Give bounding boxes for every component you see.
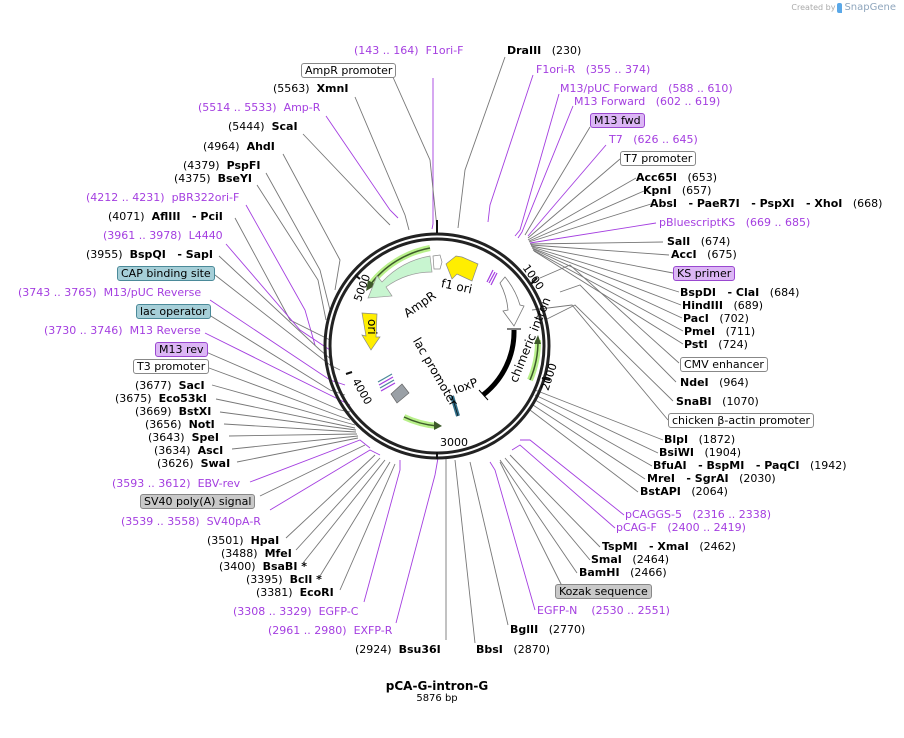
primer-label-m13puc-forward[interactable]: M13/pUC Forward (588 .. 610) <box>560 82 733 95</box>
enzyme-label-bfuai[interactable]: BfuAI - BspMI - PaqCI (1942) <box>653 459 847 472</box>
primer-label-pcaggs-5[interactable]: pCAGGS-5 (2316 .. 2338) <box>625 508 772 521</box>
feature-label-kozak-sequence[interactable]: Kozak sequence <box>555 584 652 599</box>
feature-label-cmv-enhancer[interactable]: CMV enhancer <box>680 357 768 372</box>
enzyme-label-afliii-pcii[interactable]: (4071) AflIII - PciI <box>108 210 223 223</box>
credit-brand: SnapGene <box>844 2 896 13</box>
enzyme-label-bglii[interactable]: BglII (2770) <box>510 623 586 636</box>
primer-label-m13-reverse[interactable]: (3730 .. 3746) M13 Reverse <box>44 324 201 337</box>
primer-label-egfp-n[interactable]: EGFP-N (2530 .. 2551) <box>537 604 670 617</box>
primer-label-pbluescriptks[interactable]: pBluescriptKS (669 .. 685) <box>659 216 811 229</box>
enzyme-label-absi-xhoi[interactable]: AbsI - PaeR7I - PspXI - XhoI (668) <box>650 197 883 210</box>
primer-label-m13-forward[interactable]: M13 Forward (602 .. 619) <box>574 95 721 108</box>
enzyme-label-bstapi[interactable]: BstAPI (2064) <box>640 485 728 498</box>
enzyme-label-scai[interactable]: (5444) ScaI <box>228 120 298 133</box>
enzyme-label-acc65i[interactable]: Acc65I (653) <box>636 171 718 184</box>
feature-label-t7-promoter[interactable]: T7 promoter <box>620 151 697 166</box>
enzyme-label-hpai[interactable]: (3501) HpaI <box>207 534 280 547</box>
enzyme-label-mrei-sgrai[interactable]: MreI - SgrAI (2030) <box>647 472 776 485</box>
feature-label-ampr-promoter[interactable]: AmpR promoter <box>301 63 397 78</box>
feature-label-m13-fwd[interactable]: M13 fwd <box>590 113 645 128</box>
enzyme-label-bstxi[interactable]: (3669) BstXI <box>135 405 212 418</box>
enzyme-label-bsabi[interactable]: (3400) BsaBI * <box>219 560 307 573</box>
enzyme-label-snabi[interactable]: SnaBI (1070) <box>676 395 759 408</box>
primer-label-exfp-r[interactable]: (2961 .. 2980) EXFP-R <box>268 624 393 637</box>
feature-label-t3-promoter[interactable]: T3 promoter <box>133 359 210 374</box>
svg-text:3000: 3000 <box>440 436 468 449</box>
enzyme-label-bamhi[interactable]: BamHI (2466) <box>579 566 667 579</box>
primer-label-f1ori-f[interactable]: (143 .. 164) F1ori-F <box>354 44 464 57</box>
enzyme-label-bspdi-clai[interactable]: BspDI - ClaI (684) <box>680 286 800 299</box>
primer-label-l4440[interactable]: (3961 .. 3978) L4440 <box>103 229 223 242</box>
primer-label-t7[interactable]: T7 (626 .. 645) <box>609 133 698 146</box>
svg-text:4000: 4000 <box>349 376 374 407</box>
enzyme-label-bspqi-sapi[interactable]: (3955) BspQI - SapI <box>86 248 214 261</box>
enzyme-label-mfei[interactable]: (3488) MfeI <box>221 547 292 560</box>
snapgene-credit: Created by SnapGene <box>791 2 896 13</box>
plasmid-size: 5876 bp <box>416 693 458 704</box>
lac-promoter-label: lac promoter <box>410 335 461 409</box>
inner-features <box>361 245 542 430</box>
enzyme-label-eco53ki[interactable]: (3675) Eco53kI <box>115 392 207 405</box>
ori-label: ori <box>365 319 379 335</box>
enzyme-label-paci[interactable]: PacI (702) <box>683 312 749 325</box>
enzyme-label-saci[interactable]: (3677) SacI <box>135 379 205 392</box>
enzyme-label-ahdi[interactable]: (4964) AhdI <box>203 140 275 153</box>
enzyme-label-ecori[interactable]: (3381) EcoRI <box>256 586 334 599</box>
enzyme-label-pspfi[interactable]: (4379) PspFI <box>183 159 261 172</box>
tick-marks <box>345 220 551 459</box>
enzyme-label-asci[interactable]: (3634) AscI <box>154 444 224 457</box>
feature-label-ks-primer[interactable]: KS primer <box>673 266 736 281</box>
primer-label-pbr322ori-f[interactable]: (4212 .. 4231) pBR322ori-F <box>86 191 240 204</box>
primer-label-amp-r[interactable]: (5514 .. 5533) Amp-R <box>198 101 321 114</box>
snapgene-logo-icon <box>837 2 843 13</box>
feature-label-sv40-polya-signal[interactable]: SV40 poly(A) signal <box>140 494 256 509</box>
enzyme-label-kpni[interactable]: KpnI (657) <box>643 184 712 197</box>
primer-label-sv40pa-r[interactable]: (3539 .. 3558) SV40pA-R <box>121 515 261 528</box>
enzyme-label-swai[interactable]: (3626) SwaI <box>157 457 231 470</box>
credit-prefix: Created by <box>791 3 836 12</box>
enzyme-label-smai[interactable]: SmaI (2464) <box>591 553 669 566</box>
enzyme-label-sali[interactable]: SalI (674) <box>667 235 731 248</box>
enzyme-label-blpi[interactable]: BlpI (1872) <box>664 433 736 446</box>
enzyme-label-bsiwi[interactable]: BsiWI (1904) <box>659 446 742 459</box>
plasmid-name: pCA-G-intron-G <box>385 679 489 693</box>
enzyme-label-xmni[interactable]: (5563) XmnI <box>273 82 349 95</box>
enzyme-label-draiii[interactable]: DraIII (230) <box>507 44 582 57</box>
enzyme-label-spei[interactable]: (3643) SpeI <box>148 431 219 444</box>
f1-ori-label: f1 ori <box>440 276 474 296</box>
ampr-label: AmpR <box>401 288 438 320</box>
primer-label-m13puc-reverse[interactable]: (3743 .. 3765) M13/pUC Reverse <box>18 286 202 299</box>
primer-label-egfp-c[interactable]: (3308 .. 3329) EGFP-C <box>233 605 359 618</box>
primer-label-pcag-f[interactable]: pCAG-F (2400 .. 2419) <box>616 521 746 534</box>
primer-label-f1ori-r[interactable]: F1ori-R (355 .. 374) <box>536 63 651 76</box>
enzyme-label-noti[interactable]: (3656) NotI <box>145 418 215 431</box>
feature-label-chicken-beta-actin-promoter[interactable]: chicken β-actin promoter <box>668 413 814 428</box>
enzyme-label-bbsi[interactable]: BbsI (2870) <box>476 643 550 656</box>
enzyme-label-bseyi[interactable]: (4375) BseYI <box>174 172 253 185</box>
feature-label-lac-operator[interactable]: lac operator <box>136 304 211 319</box>
enzyme-label-psti[interactable]: PstI (724) <box>684 338 748 351</box>
primer-label-ebv-rev[interactable]: (3593 .. 3612) EBV-rev <box>112 477 241 490</box>
feature-label-cap-binding-site[interactable]: CAP binding site <box>117 266 215 281</box>
enzyme-label-bcli[interactable]: (3395) BclI * <box>246 573 322 586</box>
enzyme-label-pmei[interactable]: PmeI (711) <box>684 325 756 338</box>
loxp-label: loxP <box>452 375 480 397</box>
enzyme-label-acci[interactable]: AccI (675) <box>671 248 737 261</box>
enzyme-label-hindiii[interactable]: HindIII (689) <box>682 299 764 312</box>
feature-label-m13-rev[interactable]: M13 rev <box>155 342 208 357</box>
enzyme-label-ndei[interactable]: NdeI (964) <box>680 376 749 389</box>
enzyme-label-tspmi-xmai[interactable]: TspMI - XmaI (2462) <box>602 540 736 553</box>
enzyme-label-bsu36i[interactable]: (2924) Bsu36I <box>355 643 441 656</box>
inner-feature-labels: f1 ori AmpR ori lac promoter chimeric in… <box>365 276 554 408</box>
